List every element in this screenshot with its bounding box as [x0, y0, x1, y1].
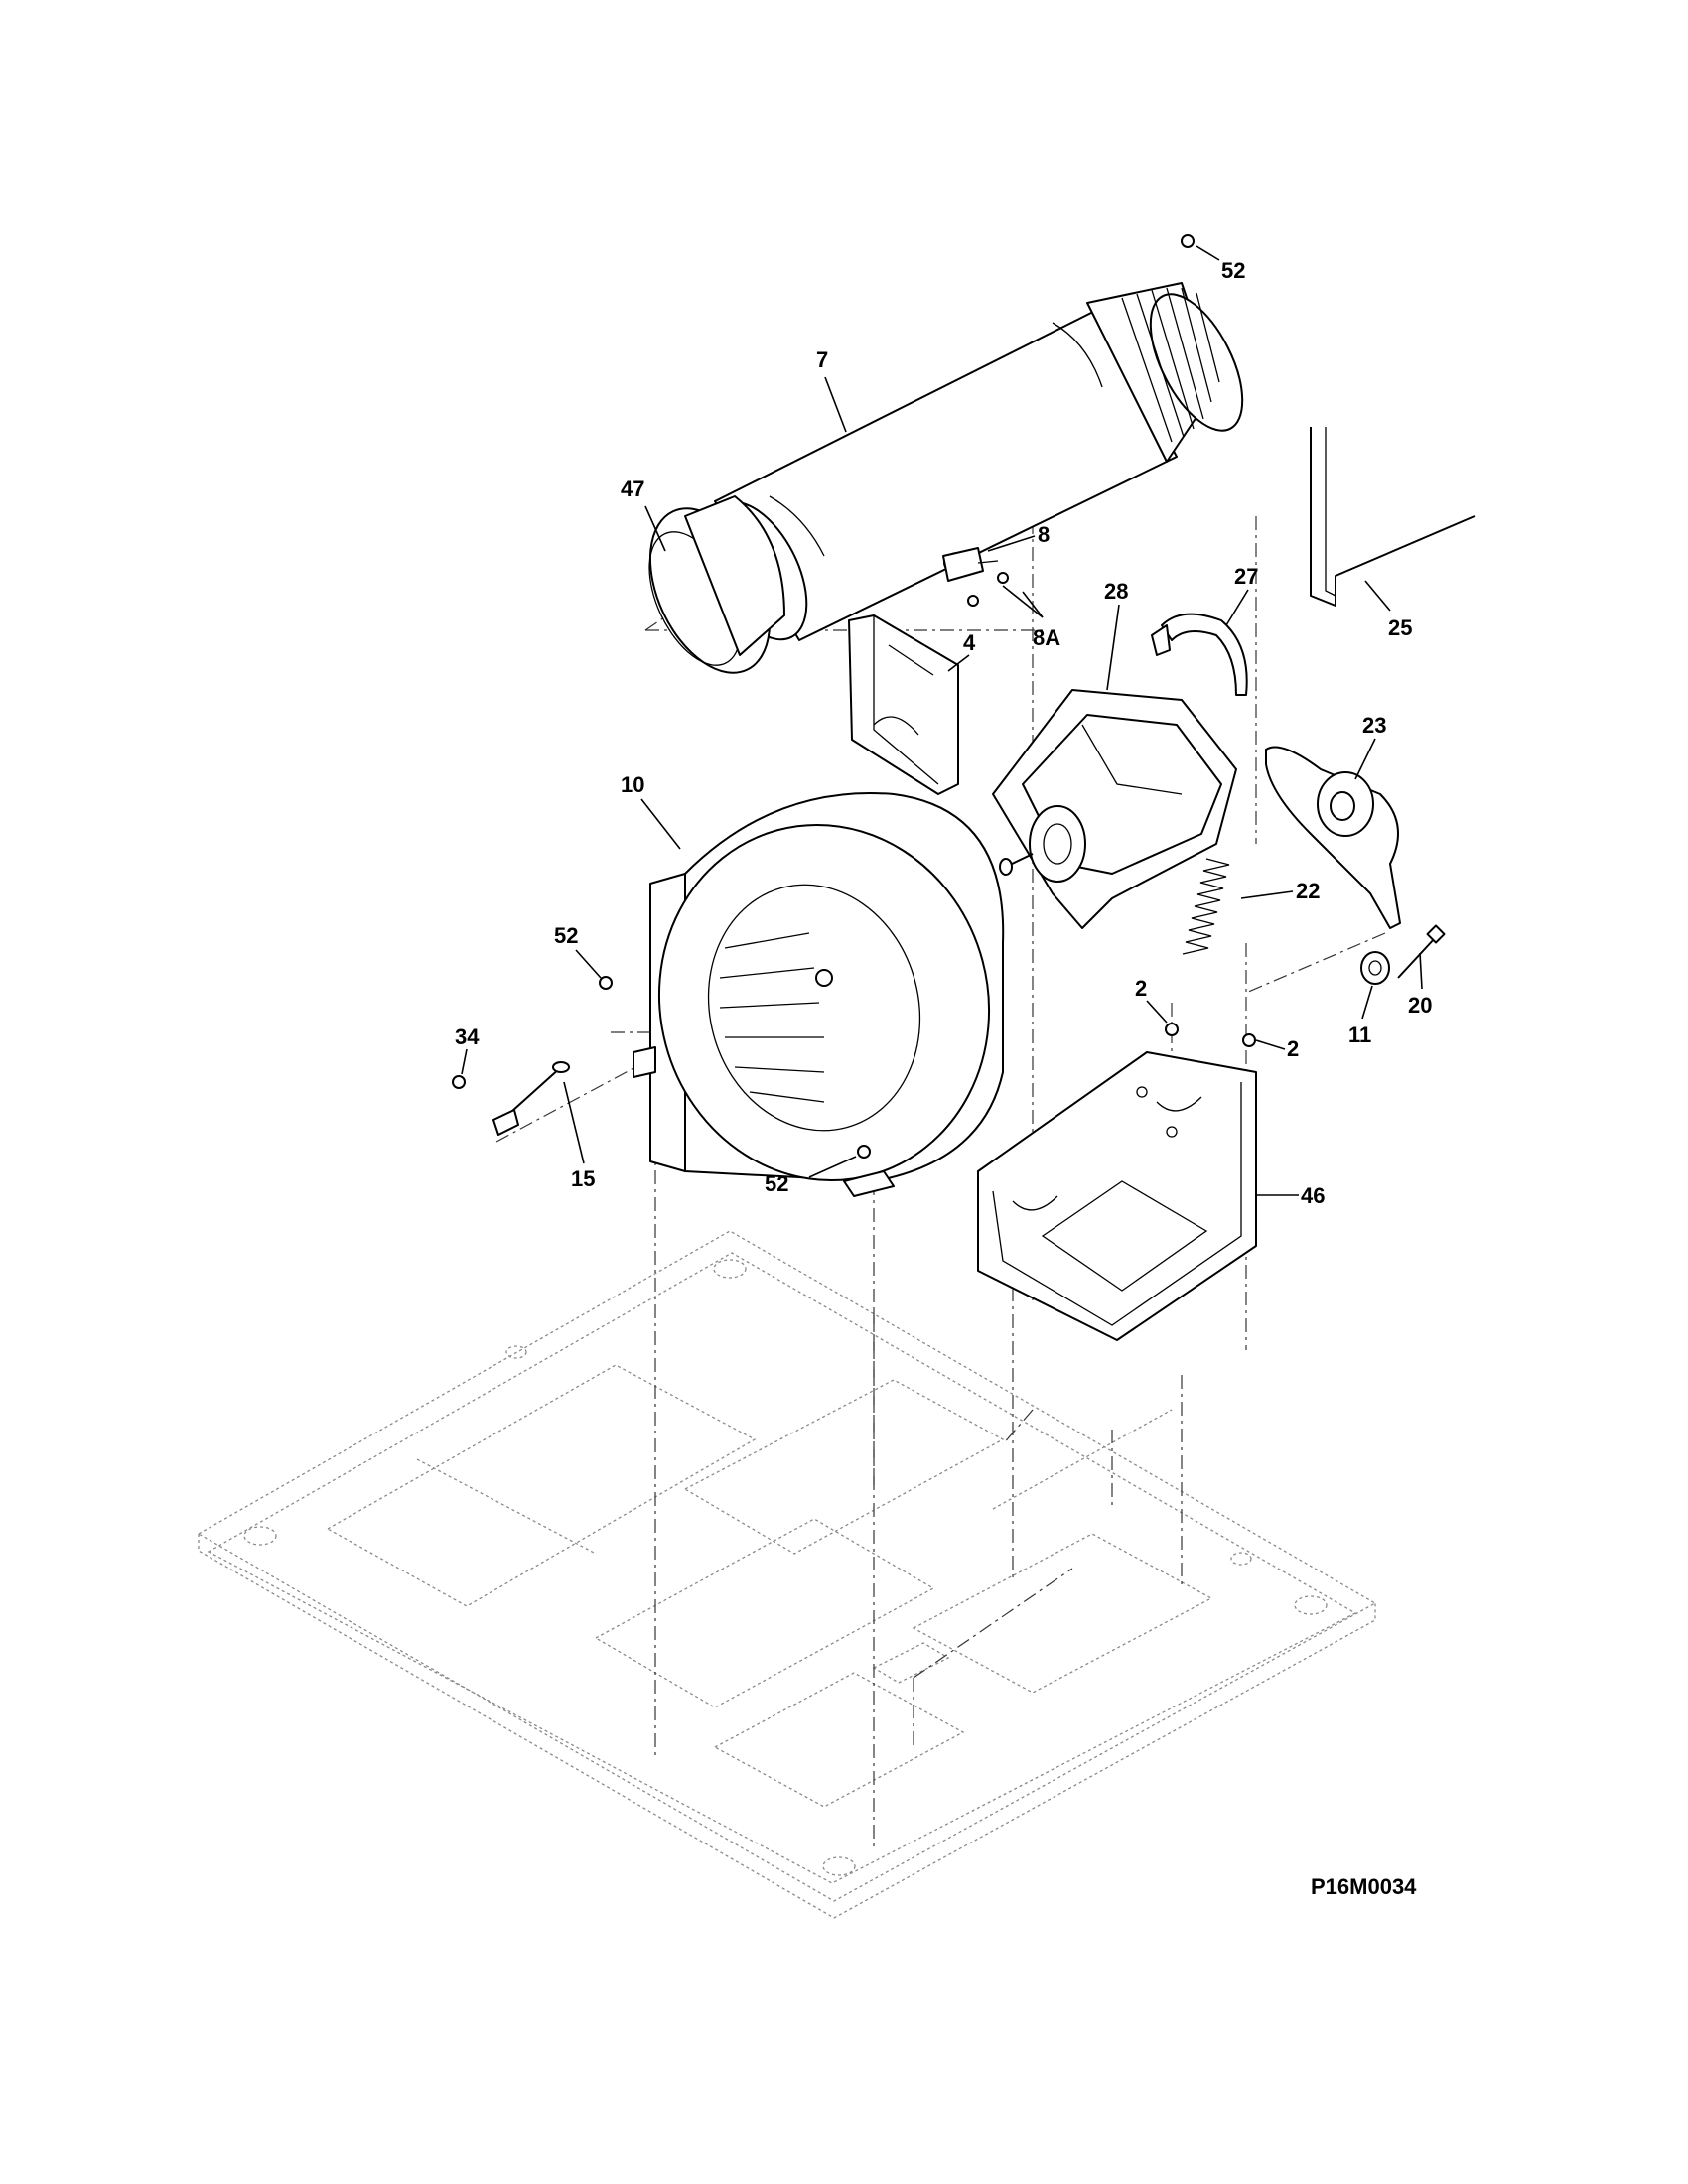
- callout-27: 27: [1234, 564, 1258, 589]
- callout-22: 22: [1296, 879, 1320, 903]
- callout-11: 11: [1348, 1023, 1371, 1047]
- callout-2-left: 2: [1135, 976, 1147, 1001]
- callout-20: 20: [1408, 993, 1432, 1018]
- part-20-bolt: [1397, 924, 1446, 979]
- callout-8: 8: [1038, 522, 1050, 547]
- callout-47: 47: [621, 477, 644, 501]
- callout-46: 46: [1301, 1183, 1325, 1208]
- part-4-bracket: [848, 614, 959, 795]
- callout-52-top: 52: [1221, 258, 1245, 283]
- callout-15: 15: [571, 1166, 595, 1191]
- part-7-duct: [707, 282, 1244, 641]
- part-22-spring: [1182, 858, 1230, 955]
- part-8-thermostat: [942, 547, 1009, 607]
- callout-34: 34: [455, 1024, 480, 1049]
- part-28-motor: [992, 689, 1237, 929]
- callout-52-left: 52: [554, 923, 578, 948]
- callout-4: 4: [963, 630, 976, 655]
- leader-lines: [461, 245, 1423, 1196]
- part-27-strap: [1151, 613, 1248, 696]
- base-frame: [197, 1230, 1377, 1919]
- callout-28: 28: [1104, 579, 1128, 604]
- callout-labels: 52 7 47 8 8A 28 27 25 4 23 10 22 52 20 1…: [455, 258, 1432, 1208]
- callout-2-right: 2: [1287, 1036, 1299, 1061]
- document-id: P16M0034: [1311, 1874, 1417, 1899]
- callout-52-bottom: 52: [765, 1171, 788, 1196]
- part-46-motor-base: [977, 1051, 1257, 1341]
- part-25-panel: [1310, 427, 1476, 607]
- part-47-ring: [648, 495, 785, 674]
- part-11-pulley: [1360, 951, 1390, 985]
- callout-7: 7: [816, 347, 828, 372]
- screws: [452, 234, 1256, 1159]
- part-15-sensor: [492, 1061, 570, 1136]
- callout-10: 10: [621, 772, 644, 797]
- callout-8a: 8A: [1033, 625, 1060, 650]
- part-10-blower-housing: [633, 792, 1005, 1197]
- part-23-idler: [1265, 746, 1401, 929]
- callout-25: 25: [1388, 615, 1412, 640]
- callout-23: 23: [1362, 713, 1386, 738]
